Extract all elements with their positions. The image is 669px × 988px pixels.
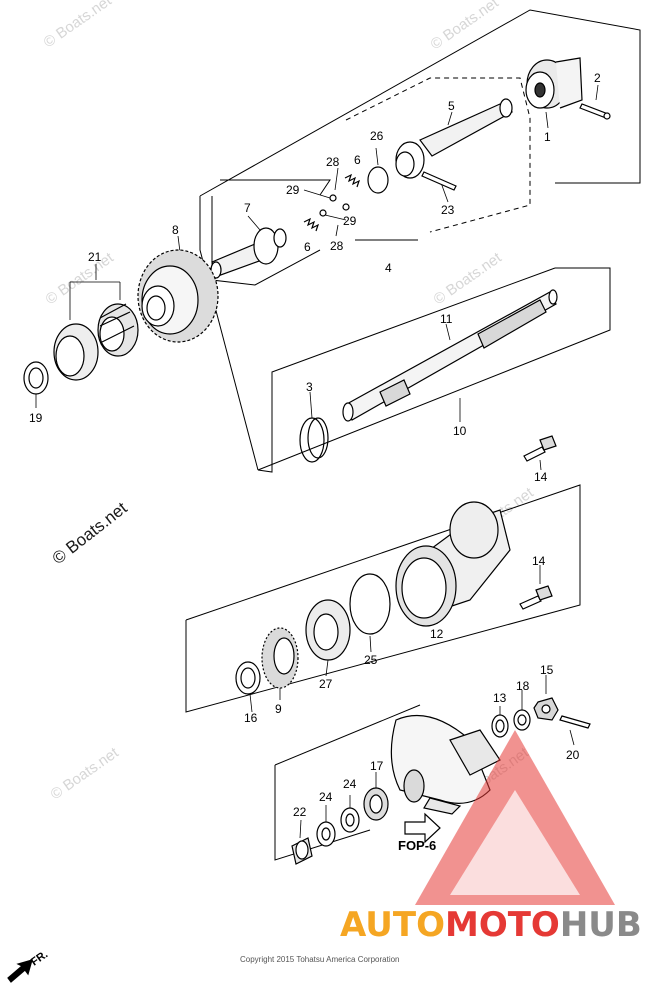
brand-part-auto: AUTO: [340, 905, 445, 945]
callout-10: 10: [453, 424, 467, 438]
sub-frame-left: [211, 196, 321, 286]
callout-28: 28: [326, 155, 340, 169]
callout-9: 9: [275, 702, 282, 716]
copyright-notice: Copyright 2015 Tohatsu America Corporati…: [240, 955, 400, 964]
callout-27: 27: [319, 677, 333, 691]
parts: [7, 57, 611, 983]
needle-bearing: [53, 303, 139, 381]
pinion-gear: [137, 249, 219, 343]
thrust-washer: [316, 821, 336, 847]
callout-18: 18: [516, 679, 530, 693]
callout-29: 29: [286, 183, 300, 197]
watermark: © Boats.net: [48, 744, 123, 803]
forward-gear: [261, 627, 299, 689]
leader-lines: [35, 84, 599, 839]
callout-5: 5: [448, 99, 455, 113]
prop-frame-top: [274, 704, 421, 766]
bolt: [519, 585, 553, 610]
fop-reference-label: FOP-6: [398, 838, 436, 853]
spring: [303, 217, 320, 232]
cross-pin: [421, 171, 457, 191]
bushing: [291, 837, 313, 865]
clutch-dog: [525, 57, 583, 109]
prop-frame-left: [274, 765, 371, 861]
brand-wordmark: AUTOMOTOHUB: [340, 905, 642, 945]
fop-arrow-icon: [404, 812, 441, 844]
watermark: © Boats.net: [43, 249, 118, 308]
callout-14: 14: [534, 470, 548, 484]
retaining-ring: [367, 166, 389, 194]
callout-2: 2: [594, 71, 601, 85]
driveshaft-frame: [257, 267, 611, 471]
callout-6: 6: [354, 153, 361, 167]
ball: [319, 209, 327, 217]
callout-24: 24: [319, 790, 333, 804]
plunger: [210, 227, 287, 279]
callout-19: 19: [29, 411, 43, 425]
brand-part-moto: MOTO: [445, 905, 560, 945]
shift-shaft: [395, 98, 514, 179]
callout-11: 11: [440, 312, 453, 326]
driveshaft-frame-inner: [257, 267, 556, 473]
watermark: © Boats.net: [41, 0, 116, 51]
callout-labels: 1 2 3 4 5 6 6 7 8 9 10 11 12 13 14 14 15…: [29, 71, 601, 819]
callout-6: 6: [304, 240, 311, 254]
callout-22: 22: [293, 805, 307, 819]
callout-21: 21: [88, 250, 102, 264]
callout-23: 23: [441, 203, 455, 217]
ball: [342, 203, 350, 211]
watermark: © Boats.net: [428, 0, 503, 53]
callout-1: 1: [544, 130, 551, 144]
watermark: © Boats.net: [431, 249, 506, 308]
thrust-washer: [340, 807, 360, 833]
callout-7: 7: [244, 201, 251, 215]
shim: [235, 661, 261, 695]
upper-frame: [199, 9, 641, 197]
callout-8: 8: [172, 223, 179, 237]
callout-25: 25: [364, 653, 378, 667]
brand-part-hub: HUB: [560, 905, 642, 945]
pin: [579, 103, 611, 120]
front-arrow-icon: [7, 959, 33, 983]
brand-logo: AUTOMOTOHUB: [340, 730, 642, 945]
seal-ring: [299, 417, 329, 463]
shim: [23, 361, 49, 395]
sub-frame-top: [220, 179, 331, 196]
ball-bearing: [305, 599, 351, 661]
callout-16: 16: [244, 711, 258, 725]
callout-15: 15: [540, 663, 554, 677]
callout-12: 12: [430, 627, 444, 641]
ball: [329, 194, 337, 202]
callout-17: 17: [370, 759, 384, 773]
bolt: [523, 435, 557, 462]
callout-20: 20: [566, 748, 580, 762]
gearcase-frame: [185, 484, 581, 713]
callout-4: 4: [385, 261, 392, 275]
o-ring: [349, 573, 391, 635]
assembly-frames: [185, 9, 641, 861]
spacer: [513, 709, 531, 731]
drive-shaft: [342, 289, 558, 422]
upper-frame-left: [199, 196, 259, 471]
propeller: [390, 714, 501, 815]
callout-26: 26: [370, 129, 384, 143]
bearing-housing: [395, 501, 511, 627]
callout-3: 3: [306, 380, 313, 394]
callout-28: 28: [330, 239, 344, 253]
spring: [344, 173, 361, 188]
thrust-bearing: [363, 787, 389, 821]
callout-13: 13: [493, 691, 507, 705]
thrust-washer: [491, 714, 509, 738]
watermark-dark: © Boats.net: [49, 498, 131, 568]
castle-nut: [533, 697, 559, 721]
callout-14: 14: [532, 554, 546, 568]
cotter-pin: [559, 715, 591, 729]
callout-29: 29: [343, 214, 357, 228]
callout-24: 24: [343, 777, 357, 791]
front-direction-label: FR.: [29, 948, 50, 968]
